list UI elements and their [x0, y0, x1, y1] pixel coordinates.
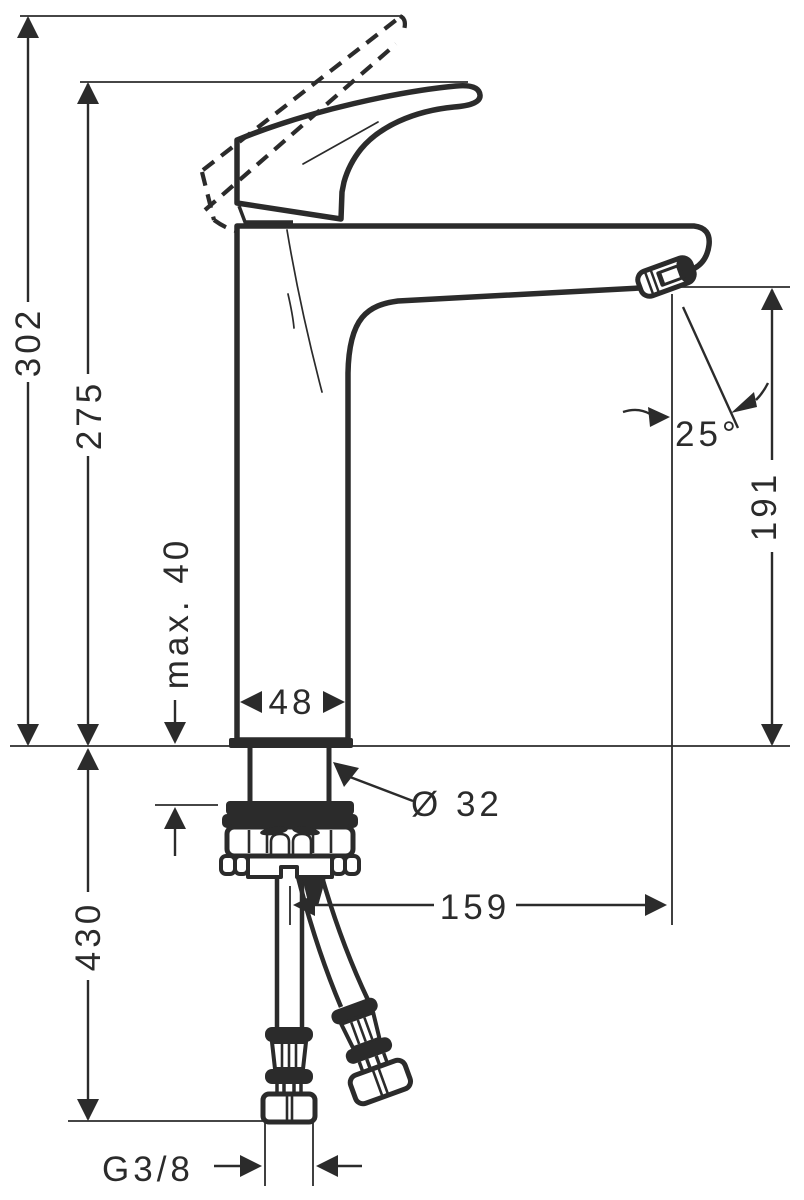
aerator — [635, 255, 697, 299]
nut-tab — [219, 854, 237, 876]
angled-hose-fitting — [331, 997, 414, 1107]
body-accent-line-2 — [287, 293, 295, 329]
dim-overall-height-302: 302 — [9, 16, 48, 746]
hose-nut — [347, 1057, 414, 1107]
handle-raised-dashed — [199, 14, 407, 234]
arrow-down — [17, 724, 39, 746]
dim-body-height-label: 275 — [70, 380, 109, 450]
arrow-right — [648, 407, 670, 427]
dashed-cap-edge — [199, 171, 217, 221]
aerator-face-line-2 — [649, 269, 661, 295]
arrow-leader — [333, 762, 359, 787]
arrow-up — [77, 82, 99, 104]
handle-lever — [234, 82, 483, 222]
dim-spout-angle-label: 25° — [675, 415, 740, 454]
extension-lines — [10, 15, 790, 1186]
dim-spout-angle-25: 25° — [622, 306, 770, 454]
arrow-up — [17, 16, 39, 38]
braid-strand — [356, 1019, 367, 1043]
base-ring — [229, 738, 353, 748]
faucet-body-outline — [234, 223, 712, 743]
nut-tab — [343, 854, 361, 876]
dimensions: 302 275 430 max. 40 48 Ø — [9, 16, 784, 1189]
nut-wing — [292, 826, 320, 836]
faucet-drawing — [199, 14, 712, 1125]
hose-collar — [345, 1037, 393, 1064]
dashed-cap-bottom — [212, 218, 237, 234]
dashed-lever-bottom — [203, 42, 398, 212]
dashed-lever-tip — [399, 14, 407, 31]
dim-max-thickness-40: max. 40 — [157, 537, 196, 856]
arrow-left — [316, 1155, 338, 1177]
dim-base-width-48: 48 — [240, 683, 345, 722]
arrow-down — [77, 1099, 99, 1121]
hose-nut — [260, 1091, 318, 1125]
arrow-left — [240, 691, 262, 713]
dim-spout-reach-label: 159 — [440, 888, 510, 927]
hose-collar — [265, 1027, 313, 1042]
angle-reference-line — [681, 306, 740, 429]
arrow-up — [761, 288, 783, 310]
handle-neck — [237, 205, 293, 224]
washer-band — [226, 801, 354, 815]
dim-spout-height-label: 191 — [745, 471, 784, 541]
aerator-inner-window — [661, 267, 680, 283]
bottom-plate — [246, 856, 334, 879]
arrow-right — [323, 691, 345, 713]
hose-nut-facet — [377, 1068, 389, 1094]
braid-strand — [363, 1017, 374, 1040]
dim-hole-diameter-32: Ø 32 — [333, 762, 503, 824]
arrow-up — [77, 748, 99, 770]
hose-tube-edge — [319, 876, 371, 1001]
hose-collar — [331, 997, 378, 1025]
angle-arc-right — [755, 382, 770, 401]
dim-spout-reach-159: 159 — [293, 888, 667, 927]
arrow-left — [293, 894, 315, 916]
arrow-down-left — [731, 392, 757, 413]
hose-nut-facet — [371, 1070, 384, 1096]
arrow-down — [77, 724, 99, 746]
arrow-down — [164, 722, 186, 744]
body-accent-line — [286, 229, 323, 393]
dim-overall-height-label: 302 — [9, 307, 48, 377]
dim-connection-thread-g38: G3/8 — [102, 1150, 362, 1189]
hose-tube-edge — [295, 876, 344, 1008]
dim-hole-diameter-label: Ø 32 — [411, 785, 503, 824]
supply-hose-angled — [295, 876, 414, 1107]
dim-below-deck-430: 430 — [69, 748, 108, 1121]
arrow-right — [645, 894, 667, 916]
hose-collar — [265, 1069, 313, 1084]
mounting-hardware — [219, 748, 361, 879]
handle-accent-line — [302, 121, 379, 165]
dim-base-width-label: 48 — [269, 683, 316, 722]
dim-body-height-275: 275 — [70, 82, 109, 746]
dim-max-thickness-label: max. 40 — [157, 537, 196, 690]
dim-below-deck-label: 430 — [69, 901, 108, 971]
leader-line — [349, 775, 414, 803]
dim-spout-height-191: 191 — [745, 288, 784, 746]
angle-arc-left — [622, 408, 651, 416]
braid-strand — [350, 1021, 361, 1045]
supply-hose-straight — [260, 877, 318, 1125]
dashed-lever-top — [201, 15, 402, 172]
aerator-face-line — [644, 272, 655, 296]
nut-arch-window — [269, 832, 291, 854]
arrow-right — [240, 1155, 262, 1177]
arrow-up — [164, 807, 186, 829]
nut-wing — [260, 826, 288, 836]
dim-connection-thread-label: G3/8 — [102, 1150, 194, 1189]
arrow-down — [761, 724, 783, 746]
